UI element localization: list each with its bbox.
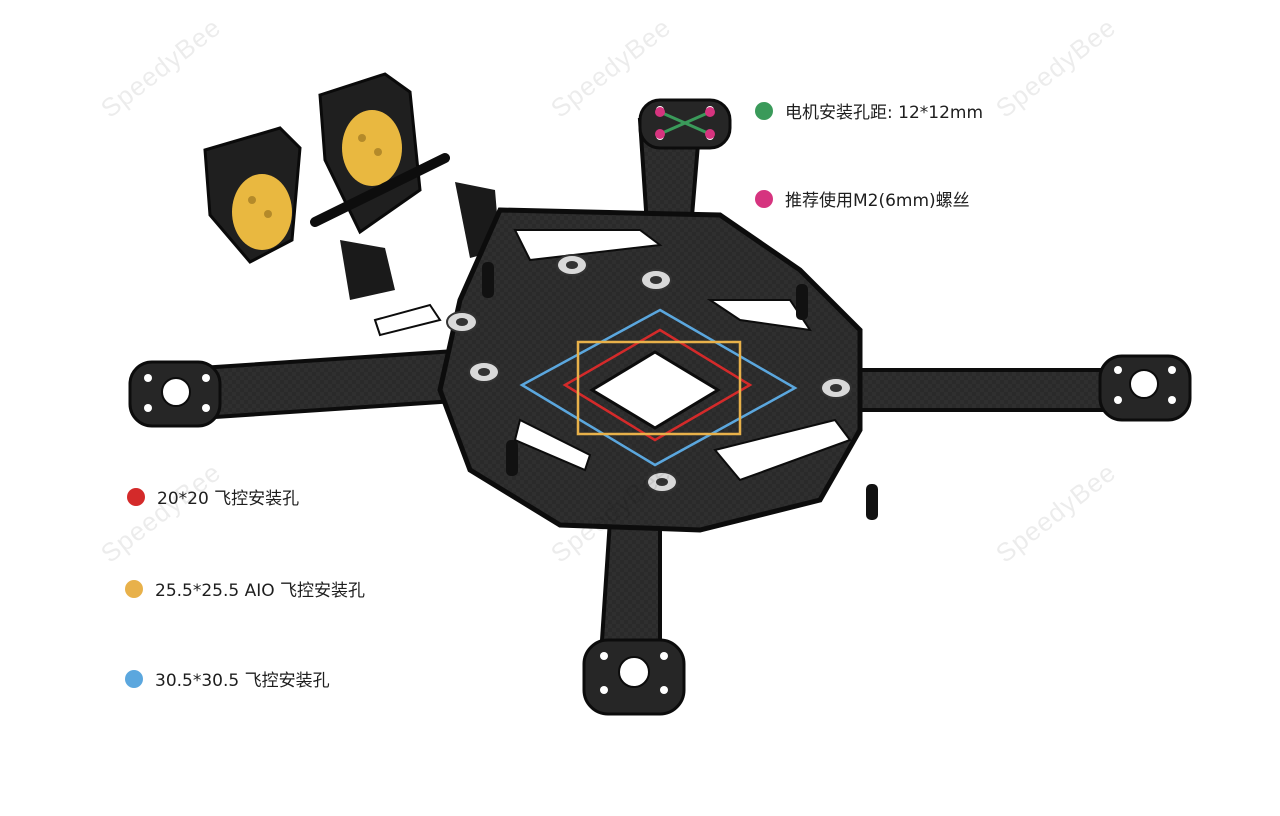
- legend-screw: 推荐使用M2(6mm)螺丝: [755, 186, 970, 211]
- legend-label: 30.5*30.5 飞控安装孔: [155, 671, 330, 691]
- legend-motor-spacing: 电机安装孔距: 12*12mm: [755, 98, 983, 123]
- legend-label: 电机安装孔距: 12*12mm: [785, 103, 984, 123]
- legend-label: 20*20 飞控安装孔: [157, 489, 300, 509]
- motor-hole-pattern: [655, 107, 715, 139]
- fc-30-outline: [519, 308, 798, 467]
- legend-fc-30: 30.5*30.5 飞控安装孔: [125, 666, 330, 691]
- red-dot-icon: [127, 487, 145, 506]
- motor-mount-left: [128, 360, 222, 428]
- legend-fc-25: 25.5*25.5 AIO 飞控安装孔: [125, 576, 365, 601]
- legend-label: 推荐使用M2(6mm)螺丝: [785, 191, 970, 211]
- camera-bracket: [340, 240, 395, 300]
- legend-label: 25.5*25.5 AIO 飞控安装孔: [155, 581, 366, 601]
- fc-20-outline: [562, 328, 753, 442]
- motor-mount-right: [1098, 354, 1192, 422]
- blue-dot-icon: [125, 669, 143, 688]
- carbon-frame: [128, 98, 1192, 716]
- camera-pad-left: [232, 174, 292, 250]
- magenta-dot-icon: [755, 189, 773, 208]
- arm-right: [858, 368, 1142, 412]
- center-cutout: [589, 350, 721, 430]
- camera-mount: [203, 72, 500, 300]
- standoff-washers: [446, 254, 852, 493]
- fc-25-outline: [576, 340, 742, 436]
- yellow-dot-icon: [125, 579, 143, 598]
- green-dot-icon: [755, 101, 773, 120]
- camera-crossbar: [310, 153, 450, 227]
- motor-mount-back: [582, 638, 686, 716]
- frame-posts: [482, 262, 878, 520]
- camera-pad-right: [342, 110, 402, 186]
- legend-fc-20: 20*20 飞控安装孔: [127, 484, 299, 509]
